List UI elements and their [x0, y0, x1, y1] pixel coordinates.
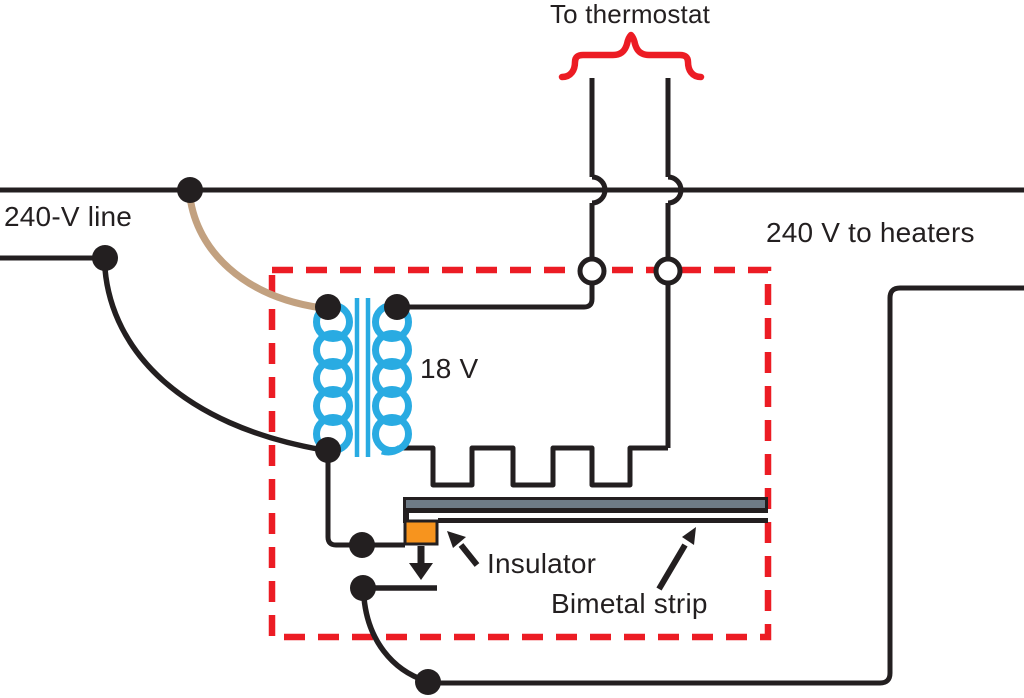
junction-dot: [350, 575, 376, 601]
wiring: [0, 78, 1024, 686]
insulator-block: [403, 519, 439, 546]
junction-dot: [315, 437, 341, 463]
bimetal-contact-blade: [438, 518, 768, 523]
transformer-primary-coil: [313, 302, 353, 454]
transformer: [313, 298, 412, 457]
primary-bottom-wire: [325, 452, 405, 548]
terminal-circle-right: [653, 256, 683, 286]
contact-down-arrow-icon: [409, 546, 433, 580]
junction-dot: [315, 294, 341, 320]
contact-return-curve: [361, 597, 427, 684]
thermostat-terminals: [577, 256, 683, 286]
insulator-pointer-arrow-icon: [447, 531, 480, 567]
control-box-rect: [268, 266, 772, 641]
thermostat-brace-icon: [558, 31, 705, 81]
bimetal-strip-label: Bimetal strip: [551, 588, 708, 619]
240v-line-label: 240-V line: [4, 201, 133, 232]
secondary-coil-tail: [380, 445, 403, 456]
junction-dot: [177, 177, 203, 203]
bimetal-strip-gray-layer: [406, 500, 765, 508]
junction-dot: [384, 294, 410, 320]
insulator-label: Insulator: [487, 548, 597, 579]
terminal-circle-left: [577, 256, 607, 286]
crossover-hop-left-icon: [591, 174, 608, 206]
bimetal-strip-assembly: [403, 497, 768, 546]
secondary-top-wire: [397, 284, 595, 310]
junction-dot: [415, 669, 441, 695]
heater-return-wire: [428, 285, 1024, 686]
heater-element-zigzag: [400, 445, 668, 488]
secondary-voltage-label: 18 V: [420, 353, 479, 384]
transformer-core: [354, 298, 371, 457]
control-box-dashed-outline: [268, 266, 772, 641]
to-thermostat-label: To thermostat: [549, 0, 711, 29]
bimetal-pointer-arrow-icon: [656, 527, 696, 591]
strip-end-connector: [403, 509, 409, 523]
crossover-hop-right-icon: [667, 174, 684, 206]
240v-to-heaters-label: 240 V to heaters: [766, 217, 975, 248]
primary-lead-black-curve: [102, 268, 324, 453]
transformer-secondary-coil: [372, 302, 412, 456]
junction-dots: [92, 177, 441, 695]
junction-dot: [92, 245, 118, 271]
annotation-arrows: [409, 527, 696, 591]
junction-dot: [349, 532, 375, 558]
primary-lead-tan-curve: [186, 193, 326, 312]
